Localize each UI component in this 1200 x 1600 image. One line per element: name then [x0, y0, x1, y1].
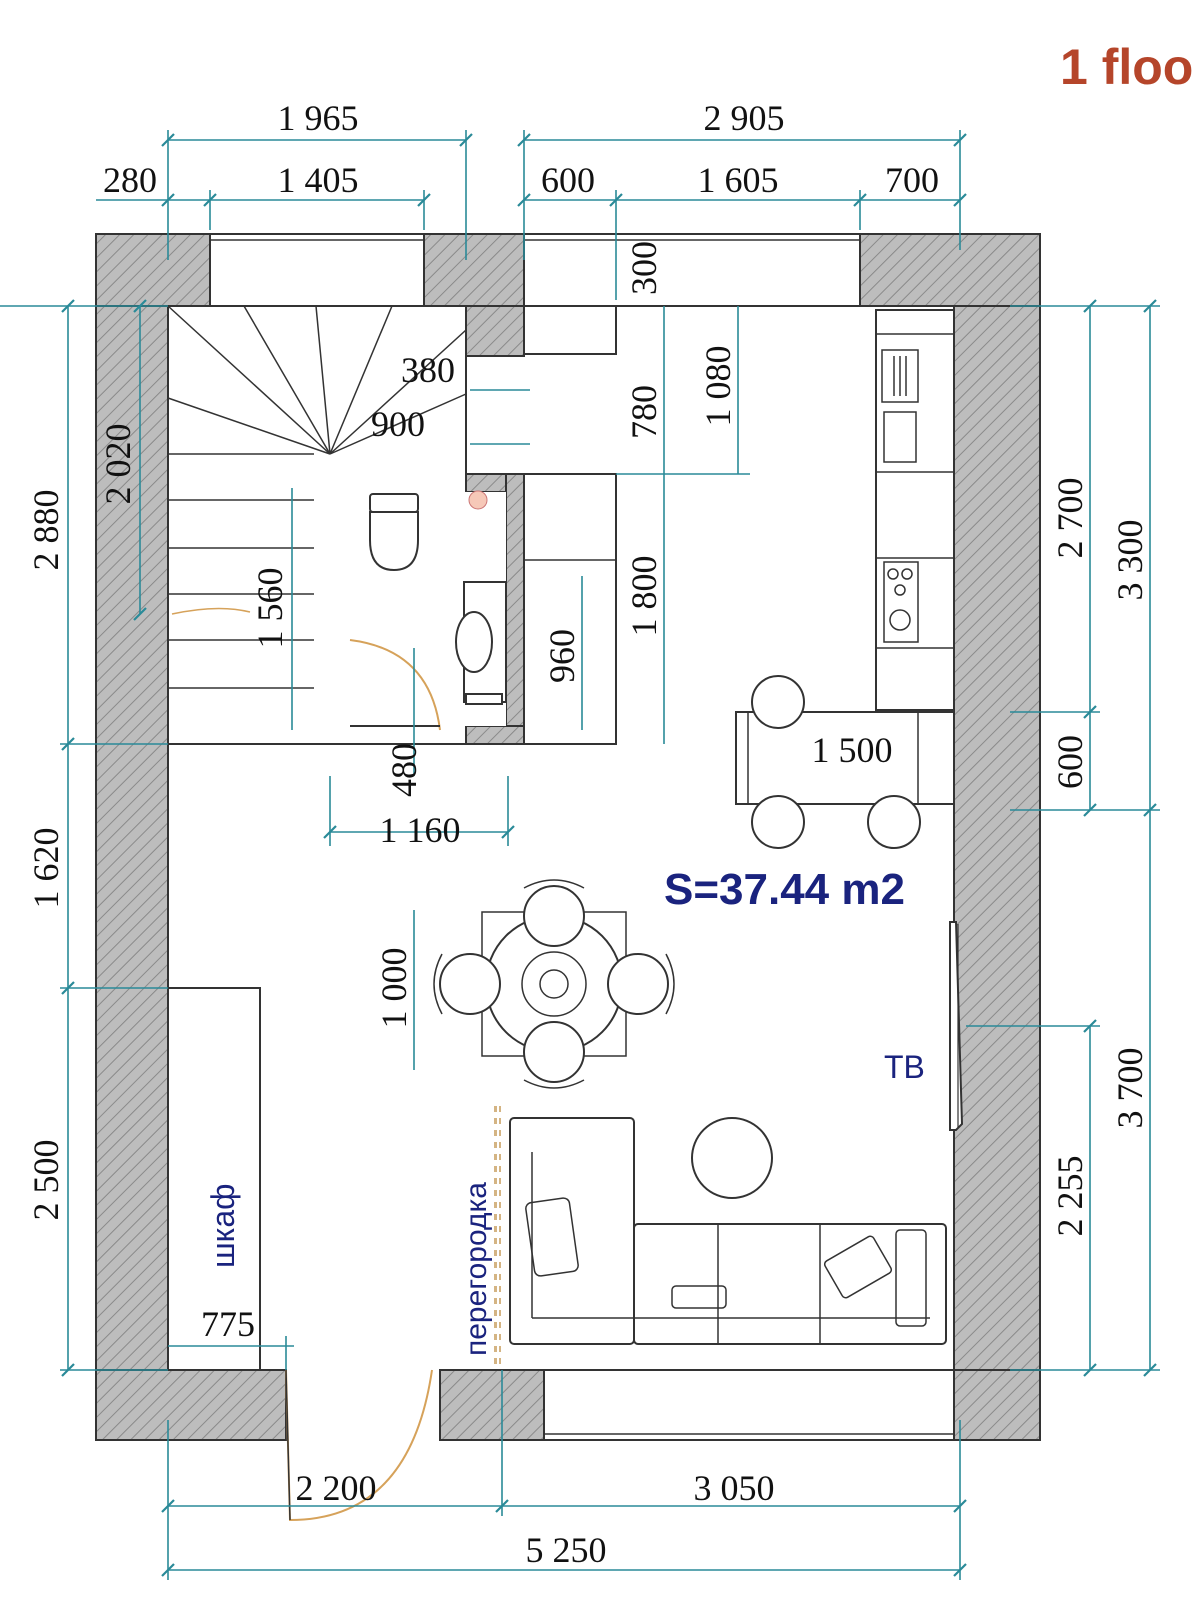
wardrobe: [167, 987, 261, 1371]
dim-top-1405: 1 405: [278, 160, 359, 200]
dim-1500: 1 500: [812, 730, 893, 770]
bar-stool: [751, 795, 805, 849]
chair: [523, 885, 585, 947]
dim-left-2020: 2 020: [98, 424, 138, 505]
dim-right-2255: 2 255: [1050, 1156, 1090, 1237]
area-label: S=37.44 m2: [664, 865, 905, 914]
dim-top-2905: 2 905: [704, 98, 785, 138]
dim-top-1965: 1 965: [278, 98, 359, 138]
bar-stool: [867, 795, 921, 849]
toilet: [369, 493, 419, 513]
dim-1800: 1 800: [624, 556, 664, 637]
dim-300: 300: [624, 241, 664, 295]
chair: [439, 953, 501, 1015]
kitchen-sink: [881, 349, 919, 403]
dim-top-700: 700: [885, 160, 939, 200]
dimension-lines: [0, 130, 1160, 1580]
entrance-door: [285, 1369, 433, 1522]
dim-left-2500: 2 500: [26, 1140, 66, 1221]
dim-top-280: 280: [103, 160, 157, 200]
corner-sofa: [509, 1117, 947, 1345]
partition-label: перегородка: [460, 1182, 493, 1356]
dim-top-600: 600: [541, 160, 595, 200]
chair: [523, 1021, 585, 1083]
tv-label: ТВ: [884, 1049, 925, 1085]
dim-1160: 1 160: [380, 810, 461, 850]
dim-780: 780: [624, 385, 664, 439]
dim-380: 380: [401, 350, 455, 390]
bar-stool: [751, 675, 805, 729]
dim-left-2880: 2 880: [26, 490, 66, 571]
dim-960: 960: [542, 629, 582, 683]
dim-bottom-5250: 5 250: [526, 1530, 607, 1570]
kitchen: [523, 305, 955, 849]
dim-1080: 1 080: [698, 346, 738, 427]
dim-900: 900: [371, 404, 425, 444]
dim-480: 480: [384, 743, 424, 797]
dim-1000: 1 000: [374, 948, 414, 1029]
chair: [607, 953, 669, 1015]
dim-right-600: 600: [1050, 735, 1090, 789]
dim-right-3700: 3 700: [1110, 1048, 1150, 1129]
dim-right-2700: 2 700: [1050, 478, 1090, 559]
dim-top-1605: 1 605: [698, 160, 779, 200]
dim-bottom-3050: 3 050: [694, 1468, 775, 1508]
coffee-table: [691, 1117, 773, 1199]
walls: [95, 233, 1041, 1441]
kitchen-counter: [875, 309, 955, 711]
partition: [494, 1104, 501, 1366]
cooktop: [883, 561, 919, 643]
dim-left-1560: 1 560: [250, 568, 290, 649]
dimension-ticks: [61, 133, 1157, 1577]
floor-label: 1 floo: [1060, 39, 1193, 95]
wardrobe-label: шкаф: [205, 1184, 241, 1269]
dim-right-3300: 3 300: [1110, 520, 1150, 601]
bathroom: [332, 490, 507, 731]
dim-bottom-2200: 2 200: [296, 1468, 377, 1508]
tv-unit: [949, 921, 964, 1131]
dim-left-1620: 1 620: [26, 828, 66, 909]
dining-set: [433, 879, 675, 1089]
dim-775: 775: [201, 1304, 255, 1344]
